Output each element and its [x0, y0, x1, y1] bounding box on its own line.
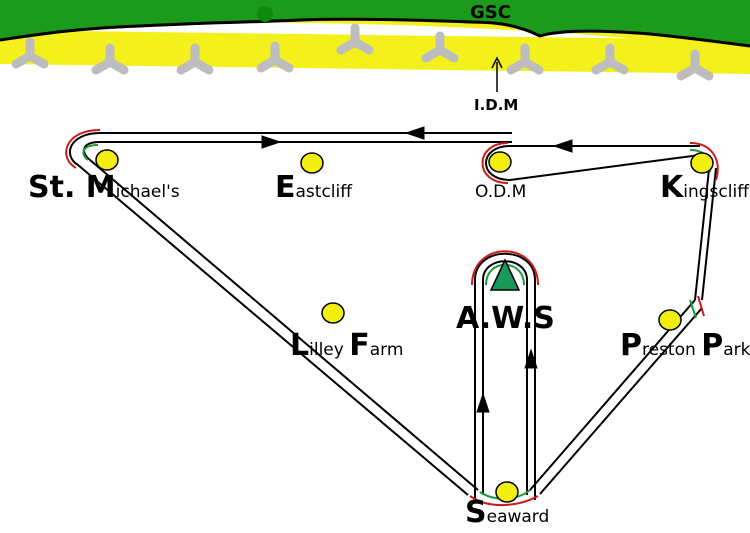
- stop-marker-seaward: [495, 481, 519, 503]
- stop-marker-st-michaels: [95, 149, 119, 171]
- curve-red-aws: [471, 250, 539, 286]
- groyne-icon: [256, 41, 294, 73]
- groyne-icon: [91, 43, 129, 75]
- groyne-icon: [591, 43, 629, 75]
- grass-strip: [0, 0, 750, 46]
- groyne-icon: [421, 31, 459, 63]
- label-aws: A.W.S: [456, 301, 555, 336]
- stop-marker-odm: [488, 151, 512, 173]
- groyne-icon: [676, 49, 714, 81]
- tree-icon: [257, 6, 273, 22]
- label-kingscliff: Kingscliff: [660, 170, 750, 205]
- up-arrow-icon: [491, 56, 503, 69]
- label-eastcliff: Eastcliff: [275, 170, 353, 205]
- curve-green-stmichaels: [82, 144, 99, 161]
- direction-arrows: [261, 126, 573, 413]
- label-seaward: Seaward: [465, 495, 549, 530]
- curve-red-preston: [697, 295, 705, 317]
- stops: [95, 149, 714, 503]
- arrow-right-icon: [261, 135, 282, 149]
- labels: St. Michael's Eastcliff O.D.M Kingscliff…: [28, 170, 750, 530]
- curve-red-odm: [481, 142, 509, 184]
- stop-marker-eastcliff: [300, 152, 324, 174]
- groyne-icon: [336, 23, 374, 55]
- curve-green-preston: [689, 299, 697, 319]
- gsc-label: GSC: [470, 2, 511, 23]
- arrow-left-icon: [404, 126, 425, 140]
- curve-red-stmichaels: [65, 129, 101, 169]
- label-preston-park: Preston Park: [620, 328, 750, 363]
- stop-marker-lilley-farm: [321, 302, 345, 324]
- curve-red-kingscliff: [689, 142, 719, 181]
- groyne-icon: [176, 43, 214, 75]
- curve-red-seaward: [469, 495, 539, 507]
- groyne-icon: [11, 37, 49, 69]
- stop-marker-preston-park: [658, 309, 682, 331]
- stop-marker-kingscliff: [690, 152, 714, 174]
- idm-label: I.D.M: [474, 96, 518, 114]
- label-st-michaels: St. Michael's: [28, 170, 180, 205]
- grass-edge: [0, 17, 750, 48]
- label-odm: O.D.M: [475, 182, 526, 202]
- groyne-icon: [506, 43, 544, 75]
- aws-triangle-icon: [489, 258, 521, 291]
- label-lilley-farm: Lilley Farm: [290, 328, 403, 363]
- arrow-up-icon: [524, 348, 538, 369]
- idm-marker: I.D.M: [474, 56, 518, 114]
- arrow-up-icon: [476, 392, 490, 413]
- track: [68, 132, 717, 500]
- arrow-left-icon: [552, 139, 573, 153]
- groynes: [11, 23, 714, 81]
- curve-overlays: [65, 129, 719, 507]
